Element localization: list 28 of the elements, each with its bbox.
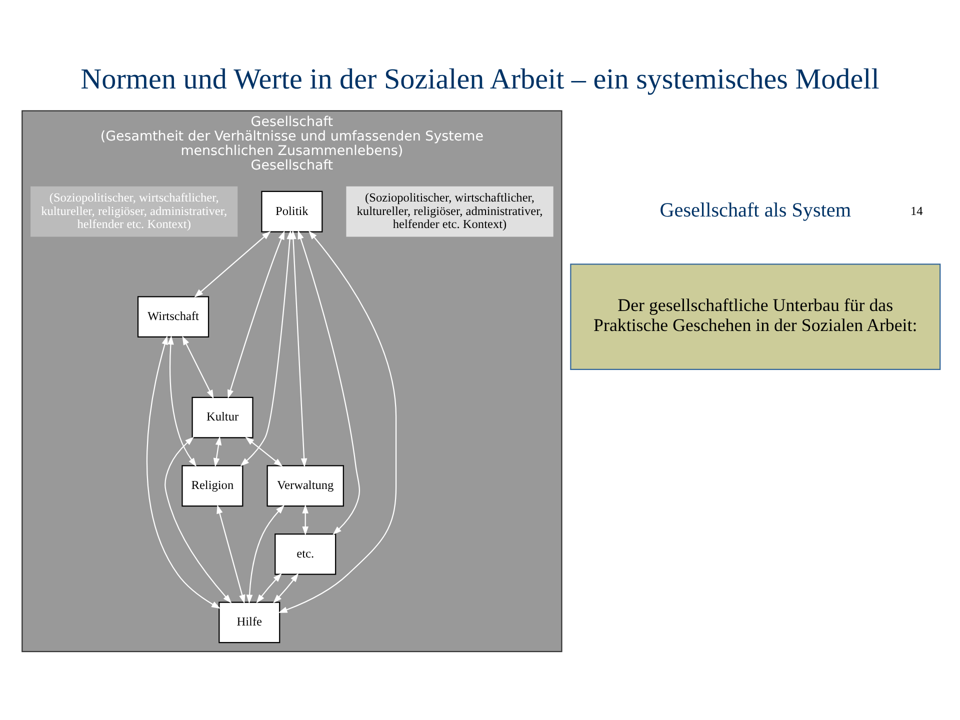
node-box: Der gesellschaftliche Unterbau für das Praktische Geschehen in der Sozialen Arbeit: xyxy=(570,263,941,370)
node-box: Politik xyxy=(261,190,323,232)
arrow xyxy=(228,230,285,398)
arrow xyxy=(245,436,283,466)
node-box: Hilfe xyxy=(218,601,280,643)
arrow xyxy=(146,335,221,608)
label: Gesellschaft als System xyxy=(660,199,852,222)
arrow xyxy=(273,572,299,603)
arrow xyxy=(302,504,308,535)
arrow xyxy=(216,504,246,604)
node-box: (Soziopolitischer, wirtschaftlicher, kultureller, religiöser, administrativer, helfender etc. Kontext) xyxy=(346,186,554,236)
node-box: etc. xyxy=(274,532,336,574)
arrow xyxy=(182,335,214,398)
arrow xyxy=(256,572,282,603)
arrow xyxy=(246,504,285,604)
arrow xyxy=(168,335,197,466)
arrow xyxy=(298,230,360,534)
node-box: Verwaltung xyxy=(266,464,344,506)
node-box: Religion xyxy=(182,464,244,506)
arrow xyxy=(164,436,232,603)
arrow xyxy=(194,230,271,298)
arrow xyxy=(290,230,308,467)
node-box: (Soziopolitischer, wirtschaftlicher, kultureller, religiöser, administrativer, helfender etc. Kontext) xyxy=(30,186,238,236)
node-box: Kultur xyxy=(192,396,254,438)
diagram-title: Normen und Werte in der Sozialen Arbeit – ein systemisches Modell xyxy=(80,62,880,95)
label: 14 xyxy=(910,203,923,218)
arrow xyxy=(213,436,222,467)
node-box: Wirtschaft xyxy=(137,296,210,338)
